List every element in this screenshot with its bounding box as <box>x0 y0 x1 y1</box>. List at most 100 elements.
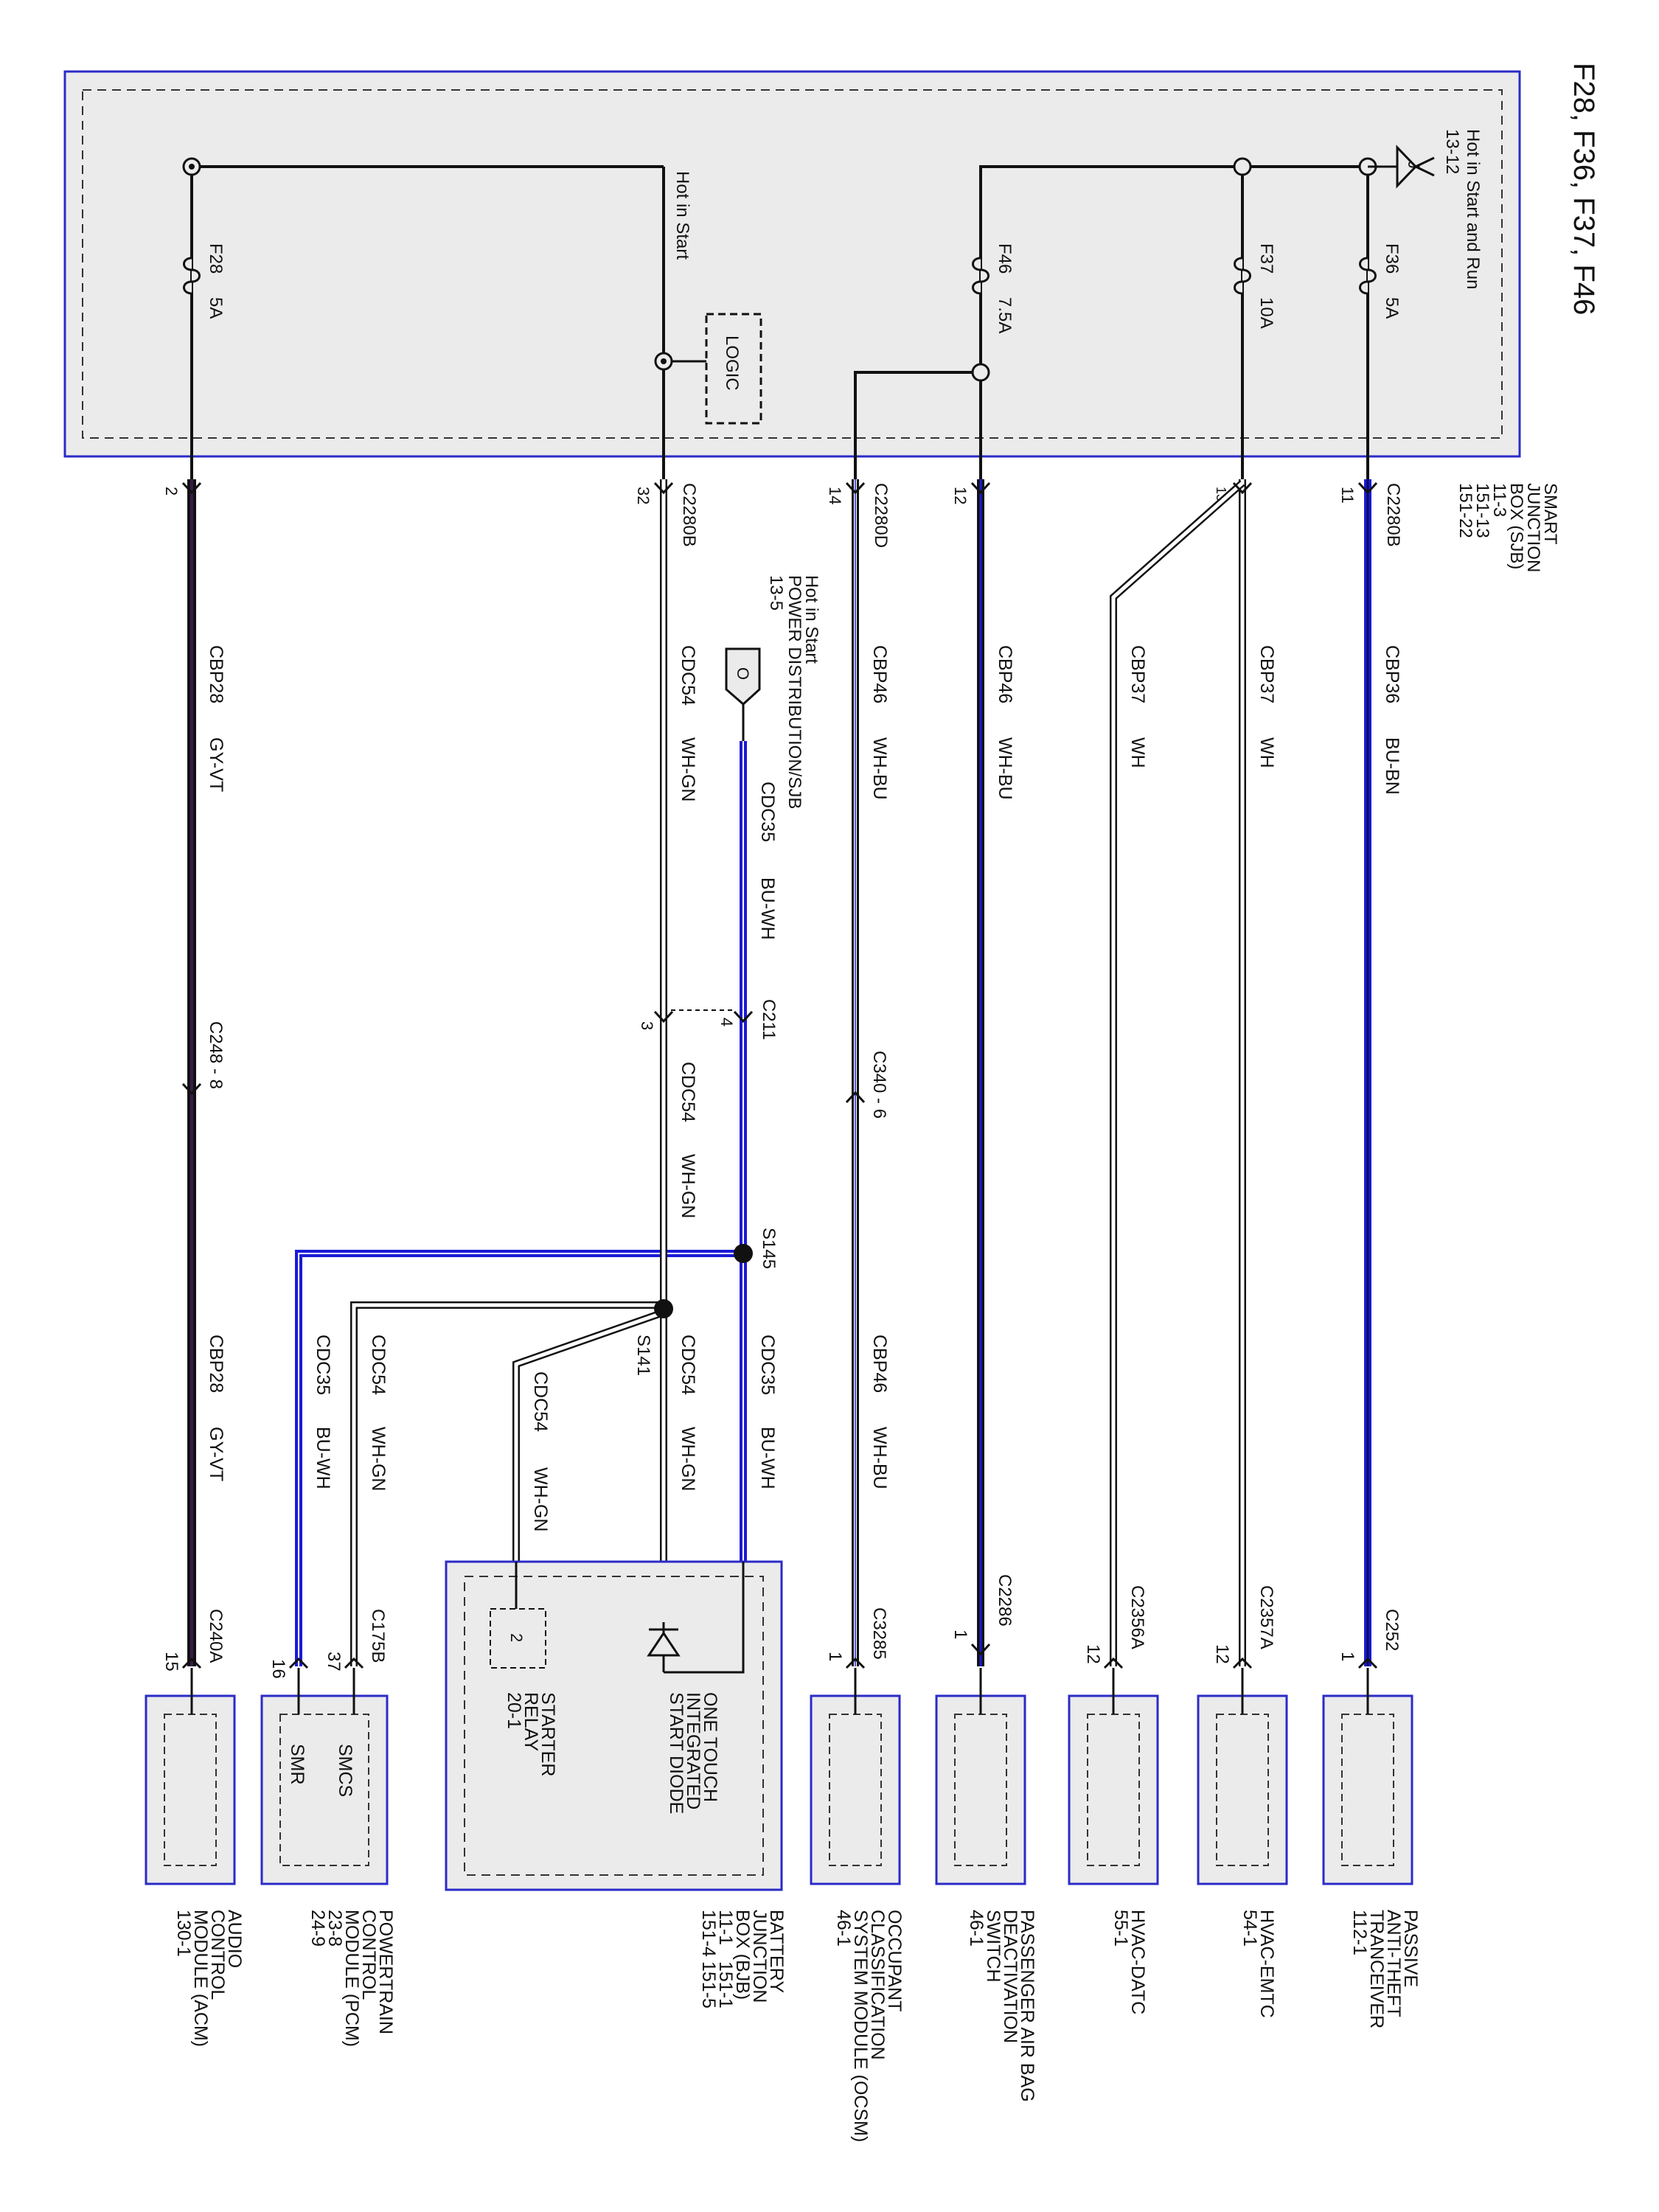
fuse-f36-rating: 5A <box>1382 297 1402 319</box>
fuse-f28-id: F28 <box>206 243 226 274</box>
diagram-label: C2357A <box>1256 1585 1276 1649</box>
diagram-label: 1 <box>950 1630 970 1639</box>
diagram-label: SWITCH <box>983 1910 1004 1983</box>
splice-s145-label: S145 <box>759 1228 779 1269</box>
diagram-label: CBP46 <box>995 645 1015 703</box>
diagram-label: JUNCTION <box>1523 483 1543 572</box>
starter-relay-pin: 2 <box>507 1633 526 1642</box>
diode-label: ONE TOUCH INTEGRATED START DIODE <box>666 1692 720 1814</box>
diagram-label: 23-8 <box>324 1910 345 1947</box>
bus-dot-f28 <box>189 164 195 170</box>
diagram-label: WH-BU <box>995 737 1015 800</box>
diagram-label: CBP37 <box>1256 645 1277 703</box>
diagram-label: CDC54 <box>678 1062 698 1122</box>
fuse-f36-id: F36 <box>1382 243 1402 274</box>
pin-12: 12 <box>951 487 970 504</box>
diagram-label: INTEGRATED <box>683 1692 703 1809</box>
bottom-connector-labels: C252 1 C2357A 12 C2356A 12 C2286 1 C3285… <box>161 1574 1402 1679</box>
diagram-label: SMART <box>1540 483 1560 545</box>
diagram-label: OCCUPANT <box>884 1910 905 2011</box>
hot-in-start-label: Hot in Start <box>672 171 692 260</box>
bjb-inner-dashed <box>464 1576 764 1876</box>
diagram-label: BU-WH <box>757 877 778 940</box>
diagram-label: WH-GN <box>530 1467 551 1531</box>
diagram-label: ANTI-THEFT <box>1383 1910 1404 2017</box>
diagram-label: STARTER <box>538 1692 558 1776</box>
diagram-label: CDC35 <box>313 1335 333 1395</box>
diagram-label: 54-1 <box>1239 1910 1260 1947</box>
pin-11: 11 <box>1338 487 1357 504</box>
pcm-smcs: SMCS <box>335 1744 355 1797</box>
diagram-label: 15 <box>161 1652 181 1672</box>
logic-block <box>705 313 762 425</box>
start-diode-symbol <box>647 1562 745 1674</box>
hot-start-run-ref: 13-12 <box>1442 129 1462 174</box>
bus-dot-logic <box>661 358 667 364</box>
fuse-f46-id: F46 <box>995 243 1015 274</box>
relay-label: STARTER RELAY 20-1 <box>504 1692 558 1776</box>
connector-c248: C248 - 8 <box>206 1021 226 1089</box>
diagram-label: WH-GN <box>678 1154 698 1218</box>
diagram-label: CDC54 <box>368 1335 389 1395</box>
starter-relay-pin-box <box>490 1608 546 1669</box>
sjb-inner-dashed <box>82 89 1503 439</box>
diagram-label: WH <box>1256 737 1277 768</box>
diagram-label: 151-13 <box>1472 483 1492 538</box>
diagram-label: WH-BU <box>869 1427 890 1489</box>
splice-s145 <box>734 1244 753 1263</box>
pin-2: 2 <box>162 487 181 495</box>
diagram-label: TRANCEIVER <box>1366 1910 1387 2028</box>
diagram-label: 55-1 <box>1110 1910 1131 1947</box>
diagram-label: MODULE (PCM) <box>341 1910 362 2047</box>
pcm-smr: SMR <box>287 1744 307 1785</box>
diagram-label: MODULE (ACM) <box>190 1910 211 2047</box>
diagram-label: CONTROL <box>358 1910 379 2000</box>
diagram-label: WH-BU <box>869 737 890 800</box>
diagram-label: BU-WH <box>313 1427 333 1489</box>
diagram-label: 16 <box>268 1659 288 1679</box>
diagram-label: HVAC-DATC <box>1127 1910 1148 2014</box>
diagram-label: 11-3 <box>1489 483 1509 517</box>
diagram-label: WH-GN <box>678 737 698 801</box>
fuse-f37-rating: 10A <box>1256 297 1276 329</box>
pin-4: 4 <box>717 1018 736 1026</box>
power-dist-line2: POWER DISTRIBUTION/SJB <box>785 575 804 809</box>
diagram-label: 112-1 <box>1349 1910 1370 1955</box>
power-dist-ref: 13-5 <box>766 575 786 611</box>
diagram-label: WH <box>1127 737 1148 768</box>
diagram-label: 12 <box>1212 1644 1232 1664</box>
diagram-label: BOX (SJB) <box>1506 483 1526 569</box>
diagram-label: C175B <box>368 1609 388 1663</box>
diagram-label: POWERTRAIN <box>375 1910 396 2034</box>
bus-junction-dots <box>182 157 1377 382</box>
diagram-label: CDC35 <box>757 782 778 842</box>
diagram-label: PASSENGER AIR BAG <box>1017 1910 1037 2102</box>
module-names: PASSIVE ANTI-THEFT TRANCEIVER 112-1 HVAC… <box>173 1910 1421 2142</box>
wire-cbp46 <box>852 479 984 1666</box>
module-boxes <box>145 1668 1413 1885</box>
diagram-label: CDC54 <box>678 645 698 706</box>
diagram-label: CBP36 <box>1382 645 1402 703</box>
power-dist-line1: Hot in Start <box>801 575 821 664</box>
diagram-label: CDC54 <box>678 1335 698 1395</box>
power-dist-symbol <box>725 647 761 741</box>
diagram-label: WH-GN <box>368 1427 389 1491</box>
power-dist-symbol-letter: O <box>734 667 752 680</box>
diagram-label: CONTROL <box>207 1910 228 2000</box>
diagram-title: F28, F36, F37, F46 <box>1568 63 1600 315</box>
wire-cdc35 <box>295 741 747 1666</box>
connector-c211: C211 <box>759 999 779 1040</box>
connector-c2280d: C2280D <box>871 483 891 548</box>
diagram-label: CBP28 <box>206 645 226 703</box>
diagram-label: BATTERY <box>766 1910 787 1993</box>
diagram-label: CBP46 <box>869 645 890 703</box>
sjb-bus-start <box>190 165 665 479</box>
diagram-label: CDC35 <box>757 1335 778 1395</box>
logic-label: LOGIC <box>722 335 742 391</box>
splice-s141 <box>654 1299 673 1318</box>
diagram-label: CLASSIFICATION <box>867 1910 888 2060</box>
diagram-label: 151-5 <box>698 1961 719 2008</box>
diagram-label: 24-9 <box>307 1910 328 1947</box>
diagram-label: 46-1 <box>966 1910 987 1947</box>
